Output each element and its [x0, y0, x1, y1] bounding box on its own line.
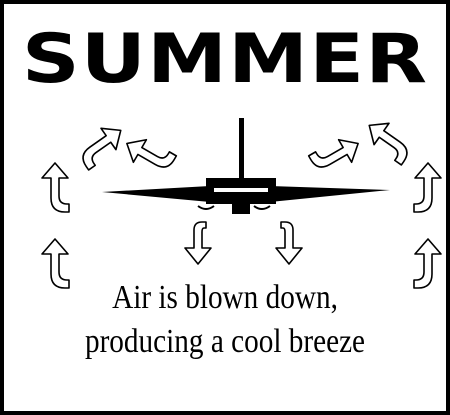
caption-line-2: producing a cool breeze — [32, 320, 419, 364]
ceiling-fan-icon — [102, 118, 390, 214]
airflow-arrow-up-left-inner-icon — [120, 131, 176, 179]
airflow-arrow-side-right-upper-icon — [414, 163, 441, 212]
airflow-arrow-up-left-outer-icon — [73, 120, 129, 170]
airflow-arrow-up-right-outer-icon — [361, 115, 417, 165]
airflow-arrow-down-right-icon — [276, 222, 302, 264]
airflow-arrow-side-left-upper-icon — [42, 163, 69, 212]
airflow-arrow-up-right-inner-icon — [309, 131, 365, 179]
airflow-arrow-down-left-icon — [185, 222, 211, 264]
poster-caption: Air is blown down, producing a cool bree… — [32, 276, 419, 364]
caption-line-1: Air is blown down, — [32, 276, 419, 320]
